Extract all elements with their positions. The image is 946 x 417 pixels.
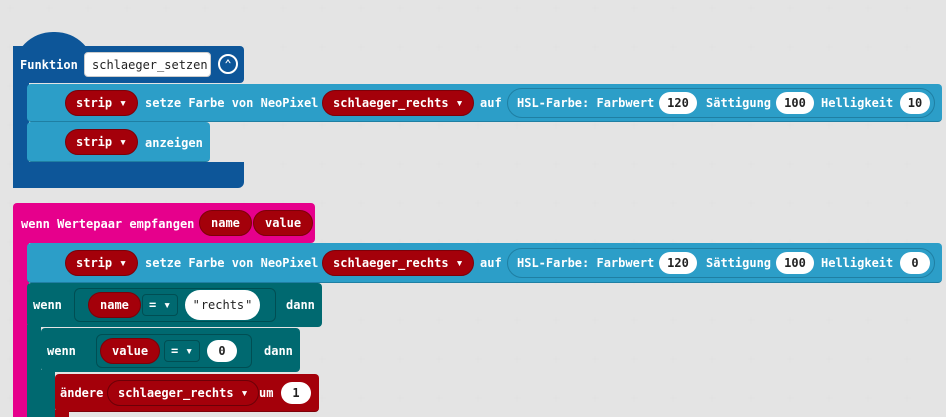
change-amount-input[interactable]: 1	[281, 382, 311, 404]
um-label: um	[259, 386, 274, 400]
operator-dropdown-1[interactable]: =	[142, 294, 178, 316]
hsl-label-2: HSL-Farbe: Farbwert	[517, 256, 655, 270]
strip-dropdown-3[interactable]: strip	[65, 250, 138, 276]
function-keyword: Funktion	[20, 58, 78, 72]
quote-close: "	[245, 298, 253, 312]
radio-keyword: wenn Wertepaar empfangen	[21, 217, 195, 231]
if-block-inner-spine	[41, 370, 55, 417]
string-input[interactable]: "rechts"	[185, 290, 260, 320]
auf-label-2: auf	[480, 256, 502, 270]
change-label: ändere	[60, 386, 104, 400]
hue-input-2[interactable]: 120	[659, 252, 697, 274]
hsl-color-block-2[interactable]	[507, 248, 935, 278]
strip-dropdown-2[interactable]: strip	[65, 129, 138, 155]
show-label: anzeigen	[145, 136, 203, 150]
collapse-up-icon[interactable]: ⌃	[218, 54, 238, 74]
if-keyword-2: wenn	[47, 344, 76, 358]
light-label: Helligkeit	[821, 96, 894, 110]
strip-dropdown[interactable]: strip	[65, 90, 138, 116]
if-block-outer-spine	[27, 325, 41, 417]
param-value[interactable]: value	[253, 210, 314, 236]
setcolor-label: setze Farbe von NeoPixel	[145, 96, 319, 110]
quote-open: "	[192, 298, 200, 312]
param-name[interactable]: name	[199, 210, 252, 236]
compare-number-input[interactable]: 0	[207, 340, 237, 362]
function-name-field[interactable]: schlaeger_setzen	[84, 52, 211, 77]
variable-dropdown-2[interactable]: schlaeger_rechts	[322, 250, 475, 276]
operator-dropdown-2[interactable]: =	[164, 340, 200, 362]
light-label-2: Helligkeit	[821, 256, 894, 270]
function-footer	[13, 162, 244, 188]
hsl-label: HSL-Farbe: Farbwert	[517, 96, 655, 110]
sat-input[interactable]: 100	[776, 92, 814, 114]
sat-label-2: Sättigung	[706, 256, 772, 270]
then-keyword-1: dann	[286, 298, 315, 312]
hue-input[interactable]: 120	[659, 92, 697, 114]
radio-spine	[13, 240, 29, 417]
change-variable-dropdown[interactable]: schlaeger_rechts	[107, 380, 260, 406]
hsl-color-block[interactable]	[507, 88, 935, 118]
variable-dropdown[interactable]: schlaeger_rechts	[322, 90, 475, 116]
function-spine	[13, 80, 29, 188]
auf-label: auf	[480, 96, 502, 110]
sat-label: Sättigung	[706, 96, 772, 110]
light-input[interactable]: 10	[900, 92, 930, 114]
if-keyword-1: wenn	[33, 298, 62, 312]
setcolor-label-2: setze Farbe von NeoPixel	[145, 256, 319, 270]
change-variable-block-tail	[55, 410, 69, 417]
sat-input-2[interactable]: 100	[776, 252, 814, 274]
function-name-text: schlaeger_setzen	[92, 57, 208, 72]
then-keyword-2: dann	[264, 344, 293, 358]
var-value-reporter[interactable]: value	[100, 338, 161, 364]
var-name-reporter[interactable]: name	[88, 292, 141, 318]
light-input-2[interactable]: 0	[900, 252, 930, 274]
